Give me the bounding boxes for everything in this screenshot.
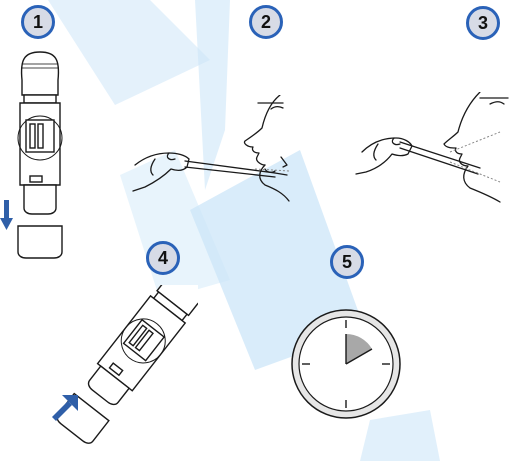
step-number: 4 <box>146 241 180 275</box>
step-badge-1: 1 <box>21 5 55 39</box>
step-badge-5: 5 <box>330 245 364 279</box>
recap-device-illustration <box>48 285 198 455</box>
step-number: 2 <box>249 5 283 39</box>
step-badge-2: 2 <box>249 5 283 39</box>
step-badge-4: 4 <box>146 241 180 275</box>
timer-clock-illustration <box>290 308 410 428</box>
oral-swab-collection-illustration <box>125 95 295 215</box>
remove-cap-illustration <box>0 40 80 260</box>
oral-swab-collection-illustration <box>350 92 514 212</box>
step-number: 3 <box>466 6 500 40</box>
step-number: 5 <box>330 245 364 279</box>
step-badge-3: 3 <box>466 6 500 40</box>
step-number: 1 <box>21 5 55 39</box>
down-arrow-icon <box>0 200 13 230</box>
